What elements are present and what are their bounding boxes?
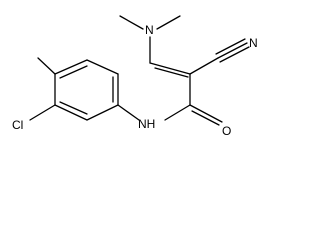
atom-label-n-nitrile: N xyxy=(249,36,258,50)
bond-vinyl-double-outer xyxy=(149,62,191,75)
bond-ring-to-methyl xyxy=(37,57,56,75)
ring-bond-3-inner xyxy=(59,65,88,79)
bond-carbonyl-double-2 xyxy=(191,110,220,126)
bond-nitrile-triple-3 xyxy=(219,46,250,63)
bond-ring-to-cl xyxy=(29,104,56,121)
atom-label-oxygen: O xyxy=(222,124,231,138)
atom-label-nh: NH xyxy=(138,117,155,131)
ring-bond-5 xyxy=(54,104,88,121)
bond-methyl-left-to-n xyxy=(119,15,144,30)
bond-carbonyl-to-nh xyxy=(164,104,191,121)
atom-label-chlorine: Cl xyxy=(12,118,23,132)
bond-nitrile-triple-1 xyxy=(217,42,248,59)
bond-nh-to-ring xyxy=(117,104,140,121)
ring-bond-5-inner xyxy=(59,101,88,115)
chemical-structure: N N Cl NH O xyxy=(12,15,258,138)
bond-n-to-methyl-right xyxy=(156,15,181,30)
bond-c-to-cn xyxy=(189,57,219,75)
bond-vinyl-double-inner xyxy=(154,67,189,78)
ring-bond-6 xyxy=(86,104,119,121)
ring-bond-3 xyxy=(54,59,88,75)
ring-bond-2 xyxy=(86,59,119,75)
atom-label-n-dimethyl: N xyxy=(145,23,154,37)
bond-carbonyl-double-1 xyxy=(189,104,223,123)
bond-nitrile-triple-2 xyxy=(215,38,246,55)
